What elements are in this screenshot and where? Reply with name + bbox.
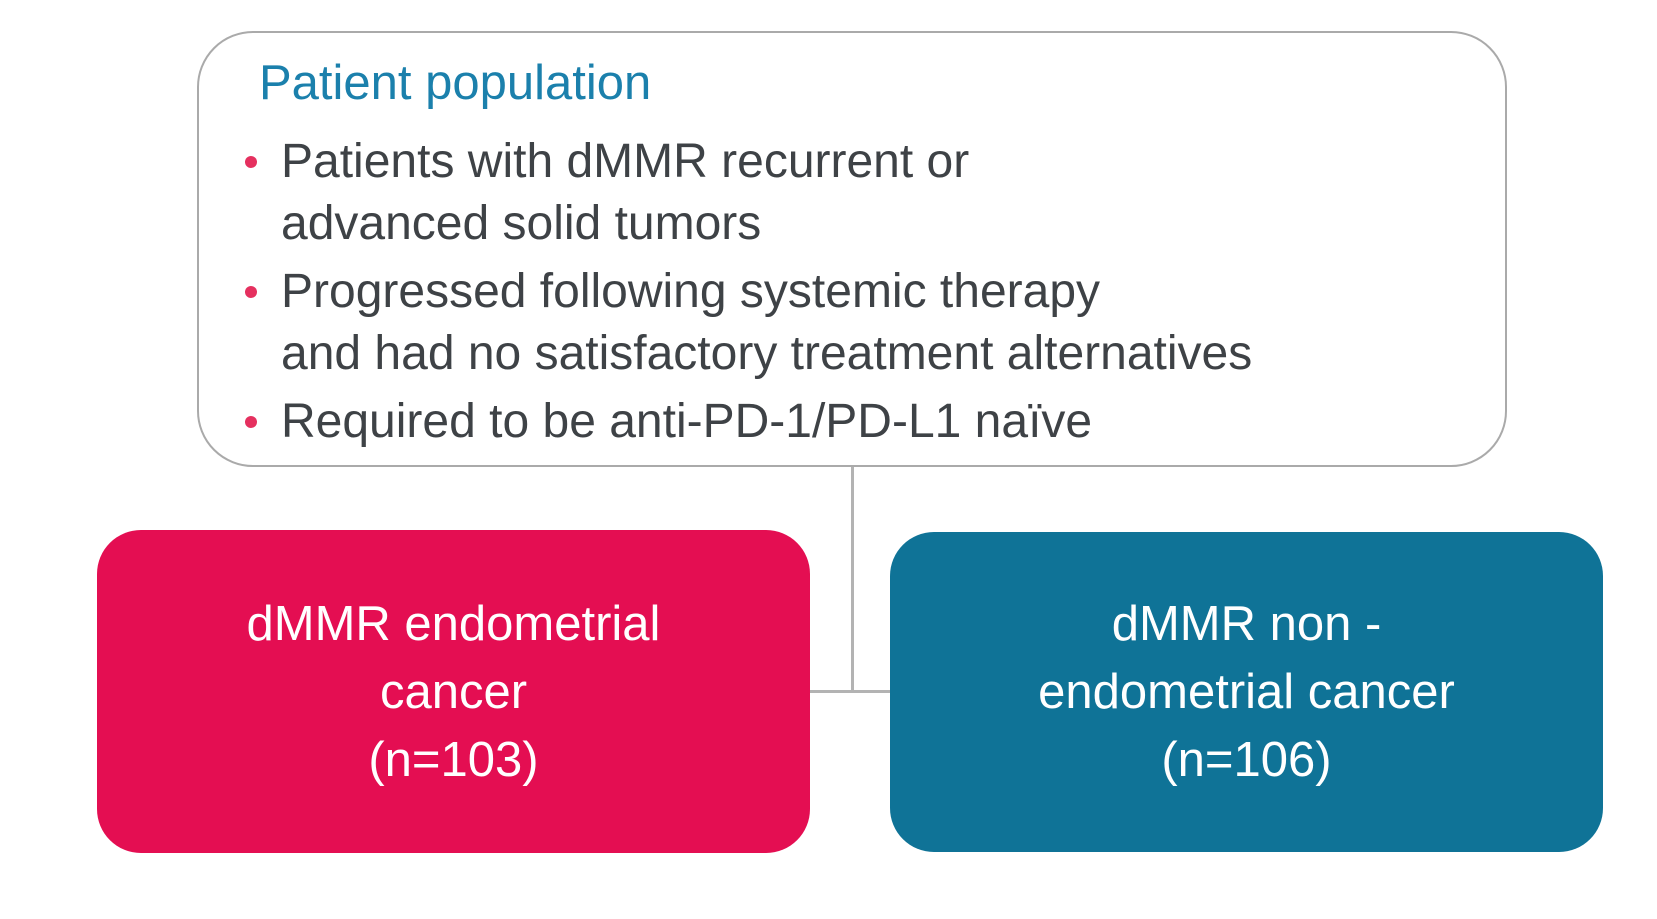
- arm-n-label: (n=103): [368, 732, 539, 787]
- bullet-text: Required to be anti-PD-1/PD-L1 naïve: [281, 391, 1092, 453]
- arm-box-non-endometrial-cancer: dMMR non - endometrial cancer (n=106): [890, 532, 1603, 852]
- bullet-text: Progressed following systemic therapy an…: [281, 261, 1252, 385]
- bullet-dot-icon: [245, 416, 257, 428]
- arm-label-line: cancer: [379, 664, 528, 719]
- bullet-dot-icon: [245, 156, 257, 168]
- arm-label: dMMR endometrial cancer (n=103): [247, 590, 661, 794]
- arm-label-line: dMMR endometrial: [246, 596, 661, 651]
- patient-population-title: Patient population: [259, 56, 652, 110]
- bullet-text-line: Required to be anti-PD-1/PD-L1 naïve: [281, 395, 1093, 448]
- patient-population-box: Patient population Patients with dMMR re…: [197, 31, 1507, 467]
- connector-horizontal-line: [810, 690, 891, 693]
- population-bullet: Progressed following systemic therapy an…: [245, 261, 1465, 385]
- arm-label: dMMR non - endometrial cancer (n=106): [1038, 590, 1455, 794]
- bullet-text-line: Patients with dMMR recurrent or: [281, 135, 970, 188]
- arm-box-endometrial-cancer: dMMR endometrial cancer (n=103): [97, 530, 810, 853]
- arm-label-line: dMMR non -: [1111, 597, 1382, 651]
- arm-n-label: (n=106): [1161, 733, 1332, 787]
- population-bullet: Patients with dMMR recurrent or advanced…: [245, 131, 1465, 255]
- population-bullet: Required to be anti-PD-1/PD-L1 naïve: [245, 391, 1465, 453]
- bullet-text: Patients with dMMR recurrent or advanced…: [281, 131, 969, 255]
- bullet-text-line: advanced solid tumors: [281, 197, 762, 250]
- bullet-text-line: Progressed following systemic therapy: [281, 265, 1101, 318]
- bullet-text-line: and had no satisfactory treatment altern…: [281, 327, 1253, 380]
- connector-vertical-line: [851, 467, 854, 693]
- bullet-dot-icon: [245, 286, 257, 298]
- arm-label-line: endometrial cancer: [1038, 665, 1455, 719]
